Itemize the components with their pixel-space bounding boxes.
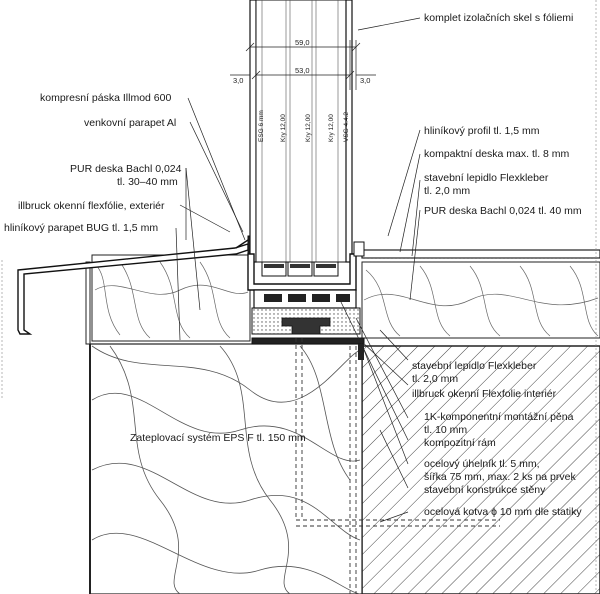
label-foam-1: 1K-komponentní montážní pěna: [424, 411, 574, 423]
wall-structure: [361, 345, 600, 594]
label-pur-board-left-2: tl. 30–40 mm: [117, 176, 178, 188]
eps-insulation: [89, 343, 363, 594]
label-adhesive-bottom-2: tl. 2,0 mm: [412, 373, 459, 385]
label-adhesive-top-1: stavební lepidlo Flexkleber: [424, 172, 549, 184]
glass-layer-5: VSG 4.4.2: [343, 112, 350, 142]
label-steel-anchor: ocelová kotva ϕ 10 mm dle statiky: [424, 506, 582, 518]
dim-right-gap: 3,0: [360, 76, 371, 85]
left-insulation-strip: [85, 261, 91, 345]
label-compression-tape: kompresní páska Illmod 600: [40, 92, 172, 104]
label-sill-bug: hliníkový parapet BUG tl. 1,5 mm: [4, 222, 159, 234]
label-pur-board-right: PUR deska Bachl 0,024 tl. 40 mm: [424, 205, 582, 217]
glass-unit: [249, 0, 353, 277]
label-adhesive-top-2: tl. 2,0 mm: [424, 185, 471, 197]
glass-layer-1: ESG 6 mm: [258, 110, 265, 142]
label-steel-angle-1: ocelový úhelník tl. 5 mm,: [424, 458, 540, 470]
label-outer-sill-al: venkovní parapet Al: [84, 117, 177, 129]
label-foam-2: tl. 10 mm: [424, 424, 468, 436]
composite-frame: [247, 241, 365, 335]
label-flexfolie-ext: illbruck okenní flexfólie, exteriér: [18, 200, 165, 212]
leader-lines: [175, 17, 421, 523]
label-compact-board: kompaktní deska max. tl. 8 mm: [424, 148, 570, 160]
dim-total: 59,0: [295, 38, 310, 47]
label-eps-insulation: Zateplovací systém EPS F tl. 150 mm: [130, 432, 306, 444]
pur-board-right: [361, 261, 600, 339]
glass-layer-4: Kry 12,00: [328, 114, 335, 142]
label-steel-angle-2: šířka 75 mm, max. 2 ks na prvek: [424, 471, 576, 483]
dim-left-gap: 3,0: [233, 76, 244, 85]
label-adhesive-bottom-1: stavební lepidlo Flexkleber: [412, 360, 537, 372]
label-wall-structure: stavební konstrukce stěny: [424, 484, 546, 496]
label-glass-unit: komplet izolačních skel s fóliemi: [424, 12, 574, 24]
dimension-lines: [230, 40, 376, 90]
label-flexfolie-int: illbruck okenní Flexfolie interiér: [412, 388, 557, 400]
glass-layer-2: Kry 12,00: [280, 114, 287, 142]
pur-board-left: [91, 254, 251, 342]
dim-inner: 53,0: [295, 66, 310, 75]
label-al-profile: hliníkový profil tl. 1,5 mm: [424, 125, 540, 137]
glass-layer-3: Kry 12,00: [305, 114, 312, 142]
anchor-dashed: [295, 338, 500, 594]
compact-board: [361, 249, 600, 262]
label-pur-board-left-1: PUR deska Bachl 0,024: [70, 163, 182, 175]
label-composite-frame: kompozitní rám: [424, 437, 496, 449]
